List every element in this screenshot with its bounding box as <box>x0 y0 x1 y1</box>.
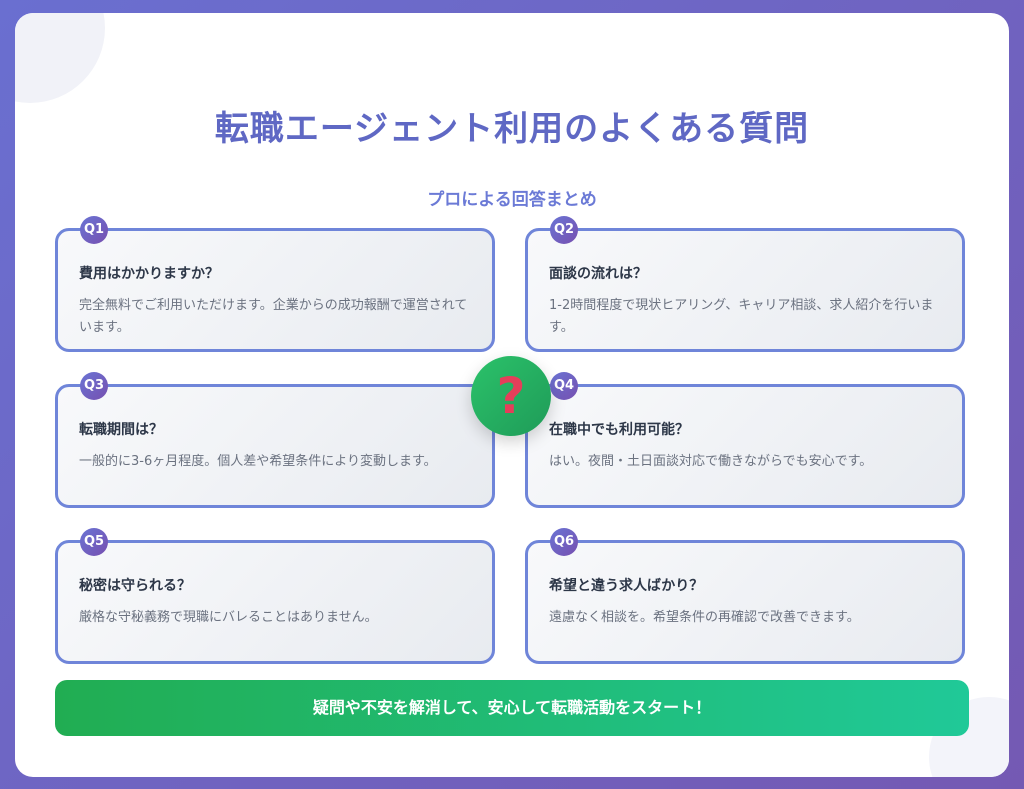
question-badge: Q6 <box>550 528 578 556</box>
question-badge: Q5 <box>80 528 108 556</box>
question-badge: Q1 <box>80 216 108 244</box>
question-badge: Q2 <box>550 216 578 244</box>
page-title: 転職エージェント利用のよくある質問 <box>214 109 810 149</box>
faq-answer: 一般的に3-6ヶ月程度。個人差や希望条件により変動します。 <box>79 454 437 469</box>
page-subtitle: プロによる回答まとめ <box>427 190 597 210</box>
faq-item: Q2 面談の流れは？ 1-2時間程度で現状ヒアリング、キャリア相談、求人紹介を行… <box>525 216 965 352</box>
question-badge: Q3 <box>80 372 108 400</box>
question-mark-icon: ? <box>471 356 551 436</box>
faq-card: 転職エージェント利用のよくある質問 プロによる回答まとめ Q1 費用はかかります… <box>15 13 1009 777</box>
faq-question: 費用はかかりますか？ <box>79 266 219 282</box>
question-mark-symbol: ? <box>496 367 526 425</box>
cta-banner[interactable]: 疑問や不安を解消して、安心して転職活動をスタート！ <box>55 680 969 736</box>
faq-answer: 1-2時間程度で現状ヒアリング、キャリア相談、求人紹介を行います。 <box>549 298 934 335</box>
faq-answer: 厳格な守秘義務で現職にバレることはありません。 <box>79 610 378 625</box>
faq-item: Q6 希望と違う求人ばかり？ 遠慮なく相談を。希望条件の再確認で改善できます。 <box>525 528 965 664</box>
faq-answer: はい。夜間・土日面談対応で働きながらでも安心です。 <box>549 454 873 469</box>
faq-item: Q1 費用はかかりますか？ 完全無料でご利用いただけます。企業からの成功報酬で運… <box>55 216 495 352</box>
faq-question: 面談の流れは？ <box>549 266 647 282</box>
faq-answer: 遠慮なく相談を。希望条件の再確認で改善できます。 <box>549 610 860 625</box>
faq-question: 転職期間は？ <box>79 422 163 438</box>
faq-item: Q3 転職期間は？ 一般的に3-6ヶ月程度。個人差や希望条件により変動します。 <box>55 372 495 508</box>
faq-item: Q5 秘密は守られる？ 厳格な守秘義務で現職にバレることはありません。 <box>55 528 495 664</box>
faq-question: 秘密は守られる？ <box>79 578 191 594</box>
faq-question: 在職中でも利用可能？ <box>549 422 689 438</box>
faq-answer: 完全無料でご利用いただけます。企業からの成功報酬で運営されています。 <box>79 298 468 335</box>
question-badge: Q4 <box>550 372 578 400</box>
decorative-circle <box>15 13 105 103</box>
faq-question: 希望と違う求人ばかり？ <box>549 578 704 594</box>
faq-item: Q4 在職中でも利用可能？ はい。夜間・土日面談対応で働きながらでも安心です。 <box>525 372 965 508</box>
